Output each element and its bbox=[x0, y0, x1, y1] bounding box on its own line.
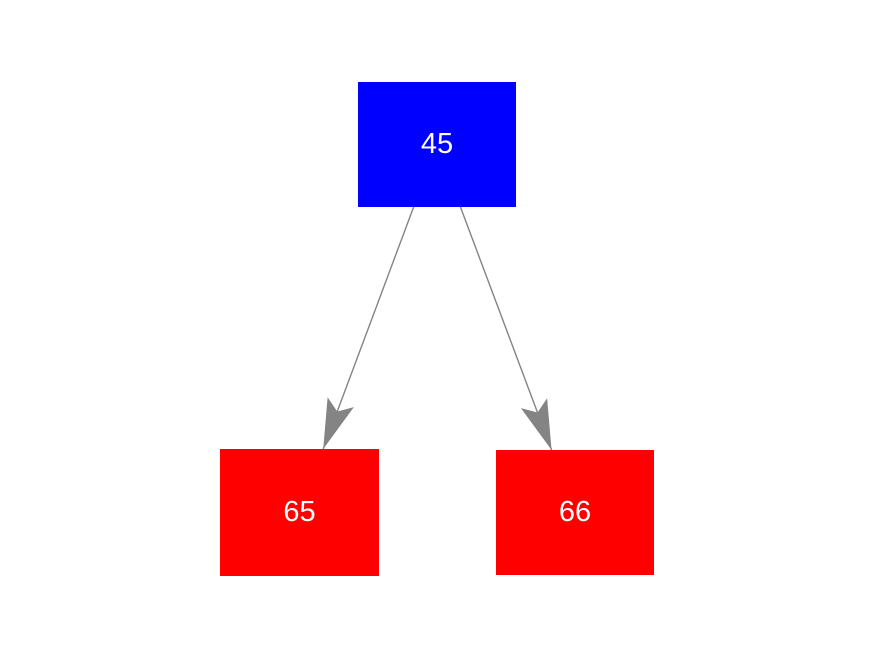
node-label: 45 bbox=[420, 128, 454, 160]
edge-arrowhead-45-66 bbox=[520, 398, 552, 450]
node-label: 66 bbox=[558, 496, 592, 528]
edge-arrowhead-45-65 bbox=[323, 397, 354, 449]
edge-line-45-65 bbox=[322, 206, 415, 450]
tree-node-65[interactable]: 65 bbox=[220, 449, 379, 576]
edge-line-45-66 bbox=[459, 206, 553, 451]
tree-node-45[interactable]: 45 bbox=[358, 82, 516, 207]
tree-node-66[interactable]: 66 bbox=[496, 450, 654, 575]
node-label: 65 bbox=[283, 496, 316, 528]
